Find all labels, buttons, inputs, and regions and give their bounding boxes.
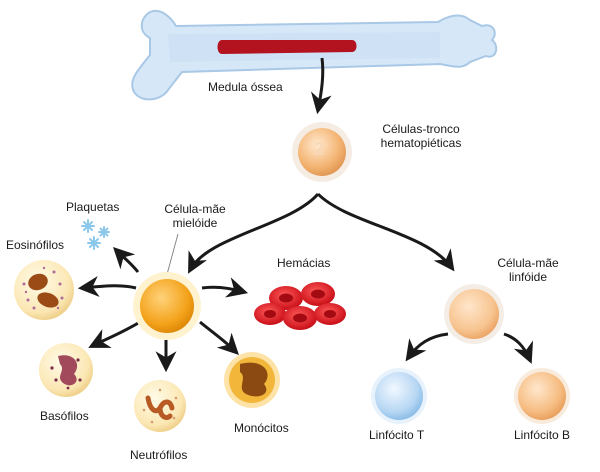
eosinophil-cell (14, 260, 74, 320)
arrow-to-myeloid (188, 193, 320, 274)
stem-cell (292, 122, 352, 182)
arrow-to-b-lymphocyte (503, 332, 534, 364)
label-eosinophils: Eosinófilos (6, 238, 65, 252)
label-red-cells: Hemácias (277, 256, 331, 270)
arrow-to-lymphoid (316, 192, 455, 272)
bone-marrow-region (217, 40, 357, 54)
arrow-to-red-cells (201, 277, 249, 298)
arrow-marrow-to-stem (310, 57, 332, 115)
b-lymphocyte-cell (514, 368, 570, 424)
stem-cell-glyph: 2 (314, 139, 325, 159)
label-lymphoid-line1: Célula-mãe (497, 256, 559, 270)
monocyte-cell (224, 352, 280, 408)
arrow-to-eosinophils (77, 276, 137, 297)
label-myeloid-line1: Célula-mãe (164, 202, 226, 216)
arrow-to-monocytes (199, 320, 239, 355)
platelets-cluster (81, 219, 110, 250)
arrow-to-basophils (88, 320, 141, 348)
label-bone-marrow: Medula óssea (208, 80, 283, 94)
myeloid-pointer-line (165, 233, 179, 279)
label-neutrophils: Neutrófilos (130, 448, 188, 462)
bone-illustration (131, 10, 498, 101)
label-stem-cells-line2: hematopiéticas (380, 136, 462, 150)
label-t-lymphocyte: Linfócito T (369, 428, 425, 442)
label-stem-cells-line1: Células-tronco (382, 122, 460, 136)
t-lymphocyte-cell (371, 368, 427, 424)
label-myeloid: Célula-mãe mielóide (150, 202, 240, 230)
red-blood-cells (254, 282, 346, 330)
label-platelets: Plaquetas (66, 200, 120, 214)
label-lymphoid-line2: linfóide (508, 270, 548, 284)
neutrophil-cell (134, 380, 186, 432)
label-basophils: Basófilos (40, 409, 89, 423)
label-b-lymphocyte: Linfócito B (514, 428, 571, 442)
lymphoid-cell (444, 284, 504, 344)
label-stem-cells: Células-tronco hematopiéticas (366, 122, 476, 150)
myeloid-cell (133, 272, 201, 340)
arrows (77, 57, 534, 373)
label-myeloid-line2: mielóide (172, 216, 218, 230)
basophil-cell (39, 343, 93, 397)
label-lymphoid: Célula-mãe linfóide (478, 256, 578, 284)
label-monocytes: Monócitos (234, 421, 289, 435)
arrow-to-t-lymphocyte (405, 332, 449, 362)
arrow-to-platelets (113, 247, 140, 273)
